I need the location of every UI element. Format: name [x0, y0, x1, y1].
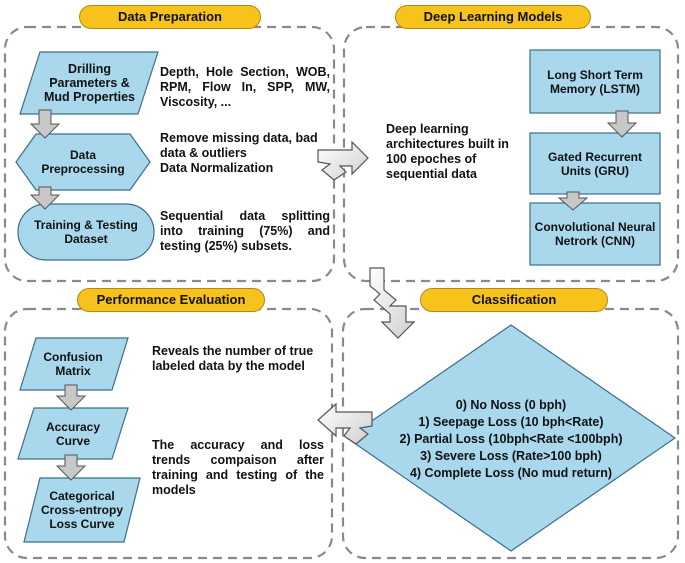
accuracy-curve-shape: [17, 407, 129, 460]
lstm-label: Long Short Term Memory (LSTM): [547, 67, 643, 96]
training-testing-label: Training & Testing Dataset: [34, 218, 138, 246]
panel-classification: [341, 307, 680, 560]
drilling-parameters-shape: [19, 51, 159, 115]
class-3: 3) Severe Loss (Rate>100 bph): [420, 449, 602, 463]
zigzag-arrow-left-icon: [317, 402, 373, 445]
confusion-matrix-shape: [19, 337, 129, 391]
section-title-classification: Classification: [420, 288, 608, 312]
gru-shape: [529, 132, 661, 195]
training-testing-shape: [17, 203, 155, 261]
down-arrow-icon: [557, 191, 589, 211]
section-title-data-preparation: Data Preparation: [79, 5, 261, 29]
data-preprocessing-shape: [15, 133, 151, 191]
drilling-parameters-label: Drilling Parameters & Mud Properties: [44, 62, 135, 104]
confusion-matrix-label: Confusion Matrix: [43, 350, 103, 378]
gru-label: Gated Recurrent Units (GRU): [547, 149, 643, 178]
class-0: 0) No Noss (0 bph): [455, 398, 567, 412]
cnn-label: Convolutional Neural Netrork (CNN): [534, 220, 656, 248]
drilling-parameters-description: Depth, Hole Section, WOB, RPM, Flow In, …: [160, 65, 330, 109]
cnn-shape: [529, 202, 661, 266]
down-arrow-icon: [606, 110, 638, 138]
accuracy-curve-label: Accuracy Curve: [45, 419, 101, 448]
lstm-shape: [529, 49, 661, 114]
training-testing-description: Sequential data splitting into training …: [160, 209, 330, 253]
class-1: 1) Seepage Loss (10 bph<Rate): [418, 415, 604, 429]
zigzag-arrow-right-icon: [317, 140, 369, 181]
data-preprocessing-description: Remove missing data, bad data & outliers…: [160, 131, 318, 175]
down-arrow-icon: [55, 454, 87, 481]
zigzag-arrow-down-icon: [369, 267, 416, 339]
loss-curve-shape: [23, 477, 141, 543]
data-preprocessing-label: Data Preprocessing: [41, 148, 125, 176]
down-arrow-icon: [29, 109, 61, 139]
loss-curve-label: Categorical Cross-entropy Loss Curve: [40, 489, 123, 531]
section-title-deep-learning: Deep Learning Models: [395, 5, 591, 29]
class-4: 4) Complete Loss (No mud return): [409, 466, 613, 480]
confusion-matrix-description: Reveals the number of true labeled data …: [152, 344, 314, 373]
deep-learning-description: Deep learning architectures built in 100…: [386, 122, 509, 181]
classification-diamond: [345, 324, 677, 552]
down-arrow-icon: [55, 384, 87, 411]
section-title-performance-evaluation: Performance Evaluation: [77, 288, 265, 312]
down-arrow-icon: [29, 186, 61, 210]
class-2: 2) Partial Loss (10bph<Rate <100bph): [399, 432, 623, 446]
accuracy-loss-description: The accuracy and loss trends compaison a…: [152, 438, 324, 497]
